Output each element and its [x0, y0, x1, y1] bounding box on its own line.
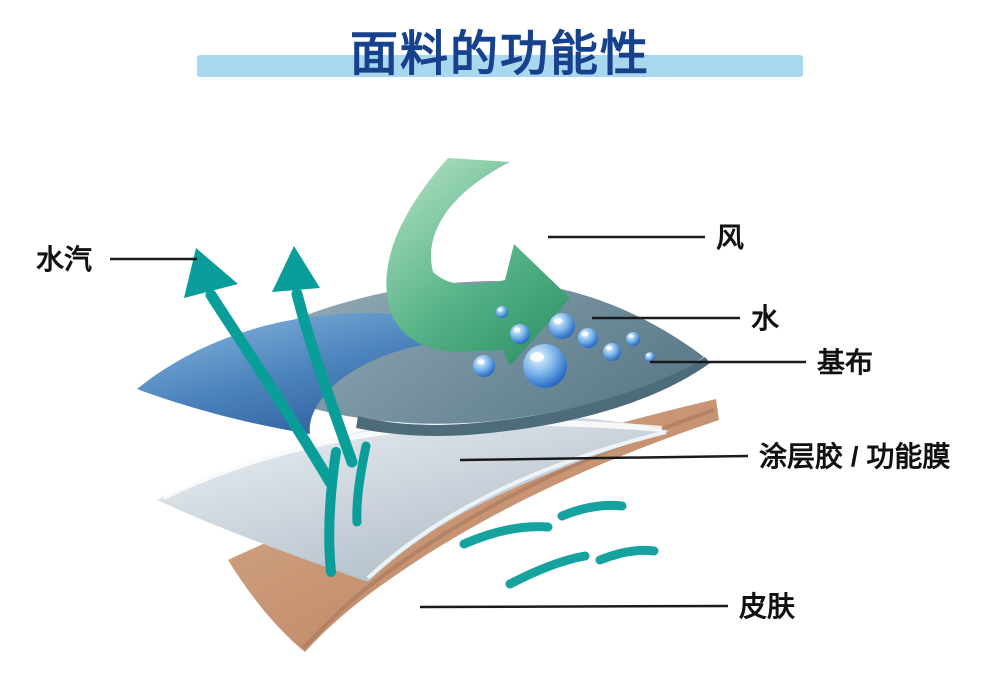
- vapor-stem-lower: [324, 447, 341, 577]
- water-droplet: [578, 328, 598, 348]
- label-lines: [110, 235, 806, 609]
- label-wind: 风: [716, 222, 744, 253]
- vapor-stems-lower: [324, 441, 371, 577]
- vapor-stem-lower: [352, 441, 371, 527]
- label-line-coating: [459, 454, 749, 462]
- vapor-arrowhead: [184, 248, 238, 298]
- label-skin: 皮肤: [739, 591, 796, 622]
- base-fabric-curl-underside: [137, 312, 460, 434]
- label-water: 水: [751, 303, 780, 334]
- labels: 水汽 风 水 基布 涂层胶 / 功能膜 皮肤: [36, 222, 950, 622]
- water-droplet: [496, 306, 508, 318]
- vapor-stem: [291, 288, 358, 468]
- wind-arrow: [386, 158, 570, 366]
- vapor-stem: [205, 289, 336, 488]
- vapor-arrowhead: [272, 246, 320, 292]
- vapor-arrowheads: [184, 246, 320, 298]
- fiber-strand: [505, 551, 590, 589]
- water-droplet: [473, 355, 495, 377]
- water-droplet: [645, 352, 655, 362]
- membrane-front-highlight: [366, 430, 667, 580]
- vapor-stems-upper: [205, 288, 358, 488]
- water-droplets: [473, 306, 655, 388]
- fiber-strand: [595, 545, 659, 565]
- fiber-strand: [459, 522, 553, 549]
- skin-layer-surface: [228, 399, 719, 652]
- page-title: 面料的功能性: [350, 28, 650, 81]
- water-droplet: [603, 343, 621, 361]
- water-droplet: [510, 324, 530, 344]
- water-droplet: [549, 313, 575, 339]
- water-droplet: [523, 344, 567, 388]
- fiber-strand: [557, 500, 627, 521]
- label-coating: 涂层胶 / 功能膜: [759, 440, 950, 472]
- base-fabric-thickness-edge: [356, 357, 710, 436]
- water-droplet: [626, 332, 640, 346]
- label-line-skin: [419, 604, 729, 609]
- membrane-layer: [157, 415, 670, 582]
- title-underline-bar: [197, 55, 803, 77]
- membrane-top-highlight: [161, 419, 663, 500]
- label-vapor: 水汽: [36, 244, 92, 275]
- membrane-surface: [157, 415, 670, 582]
- label-base-fabric: 基布: [817, 347, 873, 378]
